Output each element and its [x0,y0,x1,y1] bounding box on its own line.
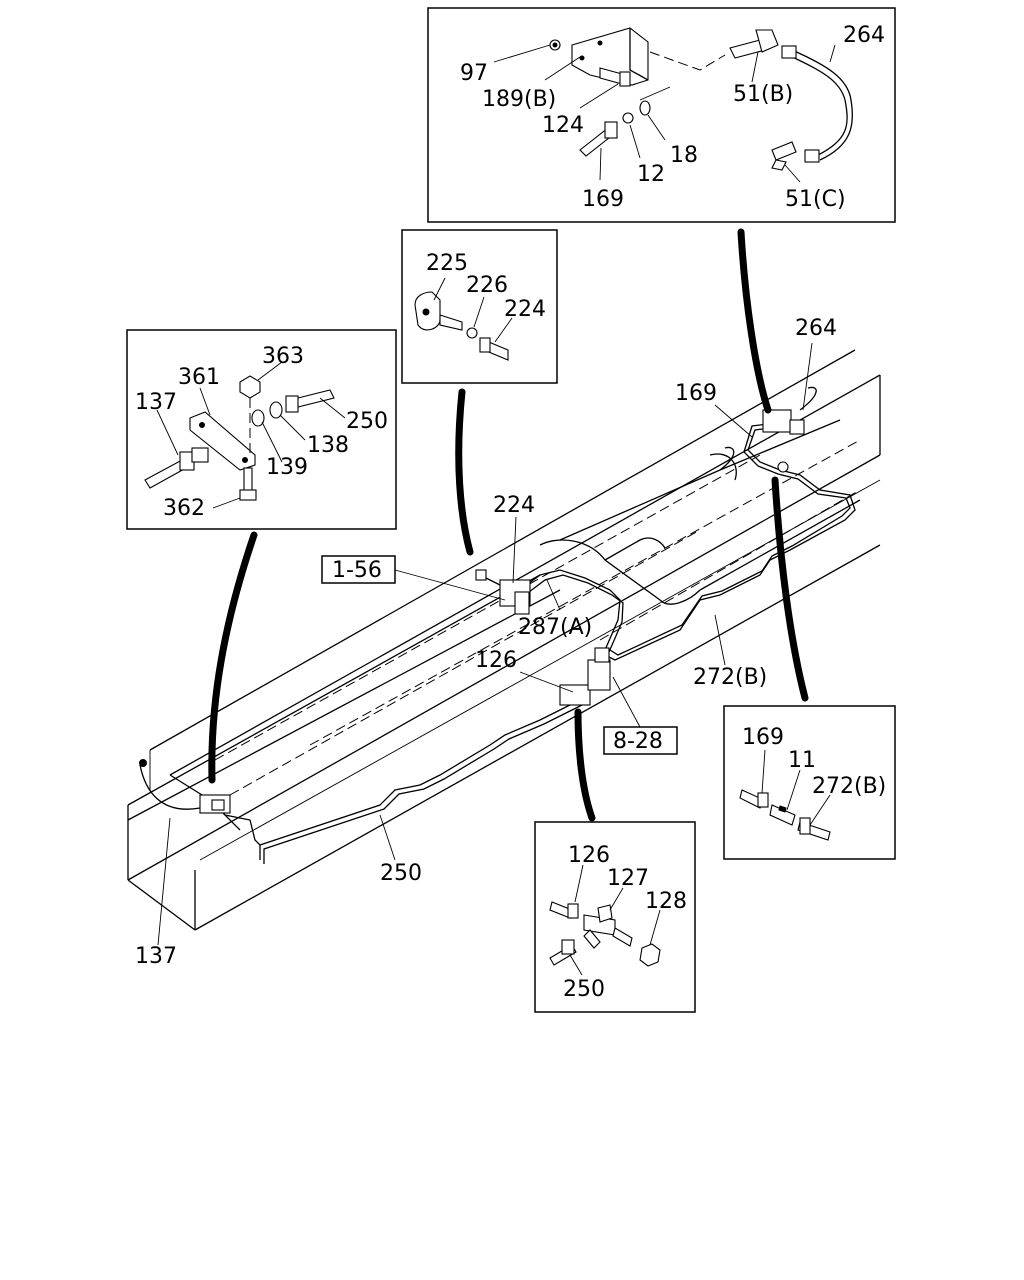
label-127: 127 [607,866,649,891]
inset-bottom: 126 127 128 250 [534,821,696,1013]
label-169-right: 169 [742,725,784,750]
label-224-inset: 224 [504,297,546,322]
label-224: 224 [493,493,535,518]
label-362: 362 [163,496,205,521]
label-250-bottom: 250 [563,977,605,1002]
label-264: 264 [795,316,837,341]
label-361: 361 [178,365,220,390]
label-137: 137 [135,944,177,969]
label-51c: 51(C) [785,187,846,212]
label-97: 97 [460,61,488,86]
main-part-labels: 264 169 224 287(A) 126 272(B) 250 137 [135,316,837,969]
label-51b: 51(B) [733,82,793,107]
label-225: 225 [426,251,468,276]
label-250: 250 [380,861,422,886]
label-139: 139 [266,455,308,480]
ref-box-8-28: 8-28 [603,726,678,755]
inset-top: 97 189(B) 124 18 12 169 51(B) 264 51(C) [427,7,896,223]
label-169-top: 169 [582,187,624,212]
label-287a: 287(A) [518,615,592,640]
label-250-inset: 250 [346,409,388,434]
label-272b: 272(B) [693,665,767,690]
label-138: 138 [307,433,349,458]
front-bracket-264 [762,409,805,473]
rear-bracket-137 [139,759,231,814]
label-126: 126 [475,648,517,673]
inset-bracket: 363 361 137 250 138 139 362 [126,329,397,530]
label-226: 226 [466,273,508,298]
label-169: 169 [675,381,717,406]
ref-box-1-56: 1-56 [321,555,396,584]
ref-8-28: 8-28 [613,729,663,754]
label-18: 18 [670,143,698,168]
brake-pipe-272b [604,420,856,661]
brake-pipe-287a [519,569,624,653]
tee-connector-127 [559,647,611,706]
inset-callout-lines [208,228,809,822]
label-11: 11 [788,748,816,773]
label-264-top: 264 [843,23,885,48]
label-363: 363 [262,344,304,369]
label-128: 128 [645,889,687,914]
main-leaders [157,342,813,946]
mid-bracket-224 [475,569,531,615]
label-126-inset: 126 [568,843,610,868]
label-12: 12 [637,162,665,187]
label-189b: 189(B) [482,87,556,112]
label-124: 124 [542,113,584,138]
chassis-frame-rail [127,349,881,931]
inset-right: 169 11 272(B) [723,705,896,860]
label-272b-right: 272(B) [812,774,886,799]
brake-pipe-250 [139,699,585,864]
inset-225: 225 226 224 [401,229,558,384]
label-137-inset: 137 [135,390,177,415]
ref-1-56: 1-56 [332,558,382,583]
